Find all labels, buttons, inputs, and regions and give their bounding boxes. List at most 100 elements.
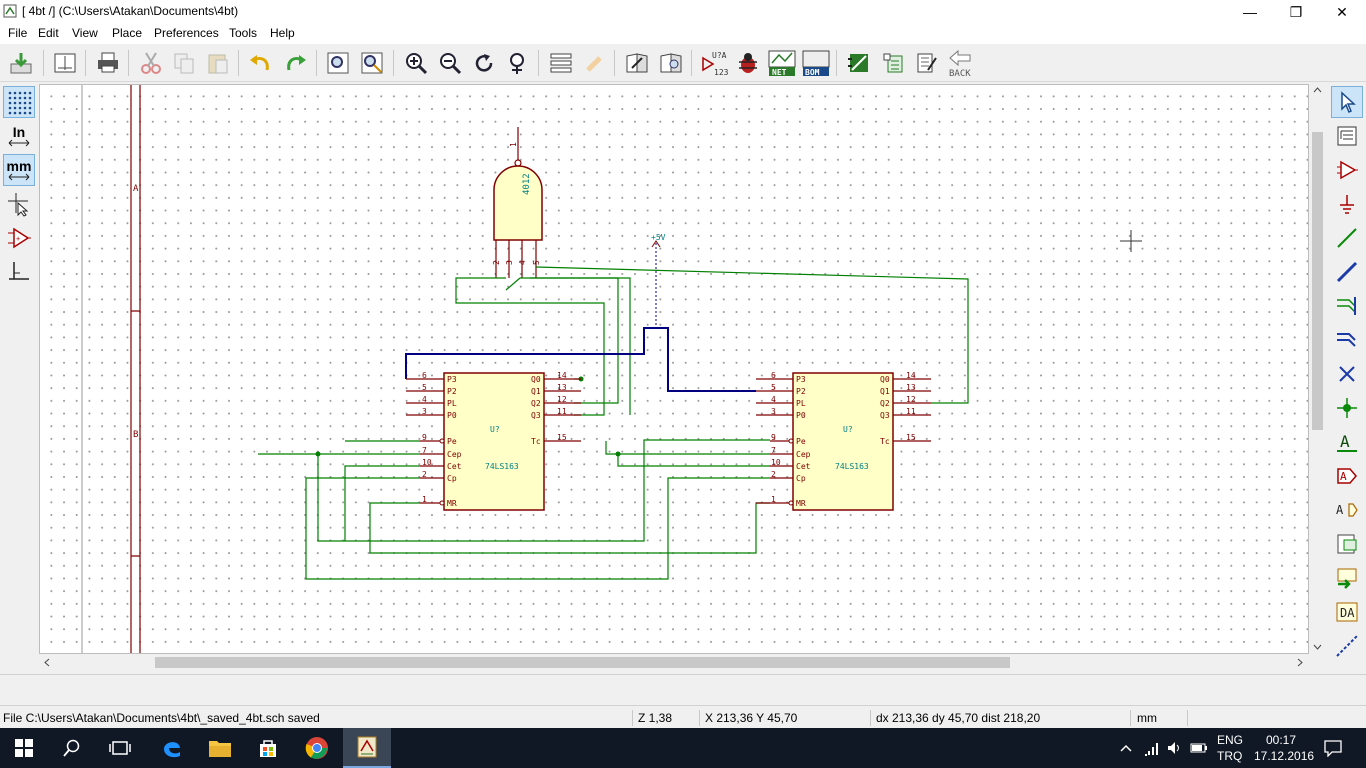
zoom-in-button[interactable] bbox=[400, 47, 432, 79]
nand-gate-4012[interactable]: 4012 1 2 3 4 5 bbox=[492, 127, 543, 278]
scroll-down-icon[interactable] bbox=[1313, 644, 1322, 650]
full-cursor-button[interactable] bbox=[3, 188, 35, 220]
power-port-tool-button[interactable] bbox=[1331, 188, 1363, 220]
net-label-tool-button[interactable]: A bbox=[1331, 426, 1363, 458]
menu-view[interactable]: View bbox=[72, 26, 98, 40]
find-button[interactable] bbox=[322, 47, 354, 79]
bus-bus-entry-tool-button[interactable] bbox=[1331, 324, 1363, 356]
wires bbox=[258, 266, 969, 580]
import-sheet-pin-tool-button[interactable] bbox=[1331, 562, 1363, 594]
cvpcb-button[interactable] bbox=[843, 47, 875, 79]
menu-help[interactable]: Help bbox=[270, 26, 295, 40]
erc-button[interactable] bbox=[732, 47, 764, 79]
scroll-up-icon[interactable] bbox=[1313, 87, 1322, 93]
netlist-button[interactable]: NET bbox=[766, 47, 798, 79]
hierarchy-icon bbox=[1337, 126, 1357, 146]
chip-left-pin-name: Q0 bbox=[531, 375, 541, 384]
copy-button[interactable] bbox=[168, 47, 200, 79]
paste-button[interactable] bbox=[202, 47, 234, 79]
page-settings-button[interactable] bbox=[49, 47, 81, 79]
wire-orientation-button[interactable] bbox=[3, 256, 35, 288]
network-icon[interactable] bbox=[1143, 740, 1161, 756]
edge-taskbar-button[interactable] bbox=[148, 728, 196, 768]
chrome-taskbar-button[interactable] bbox=[293, 728, 341, 768]
minimize-button[interactable]: — bbox=[1243, 4, 1257, 20]
graphic-line-tool-button[interactable] bbox=[1331, 630, 1363, 662]
hierarchical-sheet-tool-button[interactable] bbox=[1331, 528, 1363, 560]
hierarchical-pin-tool-button[interactable]: DA bbox=[1331, 596, 1363, 628]
global-label-tool-button[interactable]: A bbox=[1331, 460, 1363, 492]
menu-tools[interactable]: Tools bbox=[229, 26, 258, 40]
wire-tool-button[interactable] bbox=[1331, 222, 1363, 254]
store-taskbar-button[interactable] bbox=[244, 728, 292, 768]
no-connect-tool-button[interactable] bbox=[1331, 358, 1363, 390]
show-grid-button[interactable] bbox=[3, 86, 35, 118]
horizontal-scrollbar[interactable] bbox=[39, 654, 1309, 671]
vertical-scroll-thumb[interactable] bbox=[1312, 132, 1323, 430]
show-hidden-icons-icon[interactable] bbox=[1119, 741, 1133, 755]
eeschema-taskbar-button[interactable] bbox=[343, 728, 391, 768]
library-browser-button[interactable] bbox=[655, 47, 687, 79]
task-view-button[interactable] bbox=[96, 728, 144, 768]
hierarchical-label-tool-button[interactable]: A bbox=[1331, 494, 1363, 526]
input-language-top[interactable]: ENG bbox=[1217, 733, 1244, 747]
bom-button[interactable]: BOM bbox=[800, 47, 832, 79]
save-button[interactable] bbox=[5, 47, 37, 79]
chip-left-74ls163[interactable]: U? 74LS163 bbox=[406, 372, 581, 511]
leave-sheet-button[interactable] bbox=[579, 47, 611, 79]
undo-button[interactable] bbox=[244, 47, 276, 79]
hidden-pins-button[interactable]: + bbox=[3, 222, 35, 254]
zoom-fit-button[interactable] bbox=[501, 47, 533, 79]
sheet-border: A B bbox=[81, 85, 141, 653]
menu-file[interactable]: File bbox=[8, 26, 28, 40]
chip-right-74ls163[interactable]: U? 74LS163 bbox=[756, 372, 931, 511]
hierarchical-sheet-icon bbox=[1337, 534, 1357, 554]
inch-units-button[interactable]: In bbox=[3, 120, 35, 152]
scroll-left-icon[interactable] bbox=[44, 658, 50, 667]
clock-time[interactable]: 00:17 bbox=[1266, 733, 1297, 747]
menu-place[interactable]: Place bbox=[112, 26, 143, 40]
start-button[interactable] bbox=[0, 728, 48, 768]
volume-icon[interactable] bbox=[1166, 740, 1182, 756]
clock-date[interactable]: 17.12.2016 bbox=[1254, 749, 1315, 763]
bus-tool-button[interactable] bbox=[1331, 256, 1363, 288]
notifications-icon[interactable] bbox=[1324, 739, 1342, 757]
scroll-right-icon[interactable] bbox=[1297, 658, 1303, 667]
battery-icon[interactable] bbox=[1190, 741, 1208, 755]
zoom-redraw-button[interactable] bbox=[468, 47, 500, 79]
wire-bus-entry-tool-button[interactable] bbox=[1331, 290, 1363, 322]
svg-text:DA: DA bbox=[1340, 606, 1355, 620]
library-editor-button[interactable] bbox=[621, 47, 653, 79]
hierarchy-navigator-button[interactable] bbox=[545, 47, 577, 79]
hierarchy-tool-button[interactable] bbox=[1331, 120, 1363, 152]
close-button[interactable]: ✕ bbox=[1336, 3, 1348, 20]
pcbnew-button[interactable] bbox=[877, 47, 909, 79]
back-button[interactable]: BACK bbox=[945, 47, 977, 79]
redo-button[interactable] bbox=[280, 47, 312, 79]
schematic-canvas[interactable]: A B 4012 1 2 3 4 5 +5V bbox=[39, 84, 1309, 654]
status-cursor-position: X 213,36 Y 45,70 bbox=[705, 711, 798, 725]
select-tool-button[interactable] bbox=[1331, 86, 1363, 118]
vertical-scrollbar[interactable] bbox=[1309, 84, 1326, 654]
cut-button[interactable] bbox=[135, 47, 167, 79]
horizontal-scroll-thumb[interactable] bbox=[155, 657, 1010, 668]
chip-left-pin-name: Q3 bbox=[531, 411, 541, 420]
component-tool-button[interactable] bbox=[1331, 154, 1363, 186]
menu-edit[interactable]: Edit bbox=[38, 26, 59, 40]
import-footprint-button[interactable] bbox=[911, 47, 943, 79]
search-button[interactable] bbox=[48, 728, 96, 768]
maximize-button[interactable]: ❐ bbox=[1289, 3, 1303, 20]
mm-units-button[interactable]: mm bbox=[3, 154, 35, 186]
input-language-bottom[interactable]: TRQ bbox=[1217, 749, 1243, 763]
power-flag-5v[interactable]: +5V bbox=[651, 233, 666, 328]
menu-preferences[interactable]: Preferences bbox=[154, 26, 219, 40]
junction-tool-button[interactable] bbox=[1331, 392, 1363, 424]
find-replace-button[interactable] bbox=[356, 47, 388, 79]
print-button[interactable] bbox=[92, 47, 124, 79]
toolbar-separator bbox=[614, 50, 615, 76]
bus-icon bbox=[1336, 261, 1358, 283]
explorer-taskbar-button[interactable] bbox=[196, 728, 244, 768]
zoom-out-button[interactable] bbox=[434, 47, 466, 79]
chip-right-pin-name: Cep bbox=[796, 450, 811, 459]
